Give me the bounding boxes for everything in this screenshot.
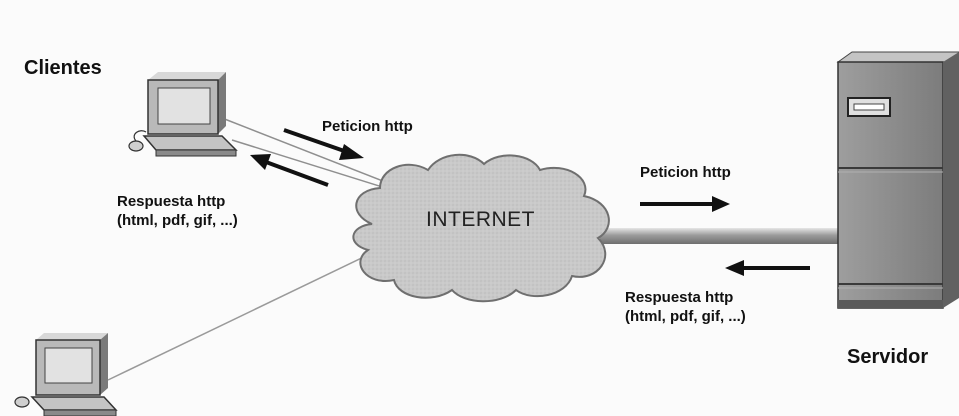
- internet-cloud-icon: [352, 153, 610, 303]
- link-bottom-client: [107, 252, 373, 381]
- client-response-line2: (html, pdf, gif, ...): [117, 212, 238, 229]
- client-computer-icon: [14, 333, 118, 416]
- server-response-line2: (html, pdf, gif, ...): [625, 308, 746, 325]
- link-top-client-lower: [231, 139, 393, 191]
- client-computer-icon: [128, 72, 238, 157]
- server-cable: [600, 228, 840, 244]
- arrow-right-icon: [640, 196, 730, 212]
- server-request-label: Peticion http: [640, 164, 731, 181]
- client-response-label: Respuesta http (html, pdf, gif, ...): [117, 192, 238, 230]
- client-request-label: Peticion http: [322, 118, 413, 135]
- arrow-right-icon: [283, 128, 364, 160]
- link-top-client-upper: [221, 117, 389, 184]
- server-response-line1: Respuesta http: [625, 289, 734, 306]
- clients-label: Clientes: [24, 57, 102, 79]
- server-label: Servidor: [847, 346, 929, 368]
- client-links: [107, 117, 393, 381]
- arrow-left-icon: [250, 154, 329, 187]
- server-response-label: Respuesta http (html, pdf, gif, ...): [625, 288, 746, 326]
- server-tower-icon: [836, 51, 959, 309]
- internet-label: INTERNET: [426, 208, 535, 231]
- client-response-line1: Respuesta http: [117, 193, 226, 210]
- arrow-left-icon: [725, 260, 810, 276]
